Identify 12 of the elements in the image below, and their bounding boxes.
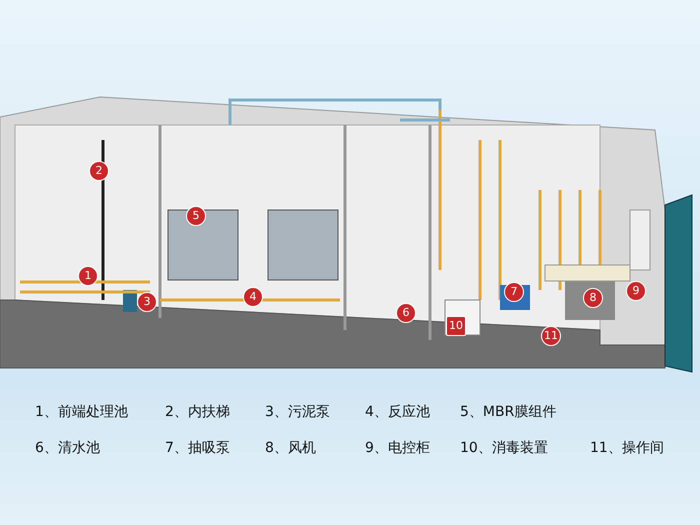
callout-number: 10 — [446, 316, 466, 336]
part-list-item: 9、电控柜 — [365, 439, 430, 457]
part-list-item: 4、反应池 — [365, 403, 430, 421]
part-list-item: 2、内扶梯 — [165, 403, 230, 421]
part-list-item: 6、清水池 — [35, 439, 100, 457]
part-list-item: 8、风机 — [265, 439, 316, 457]
part-list-item: 11、操作间 — [590, 439, 664, 457]
part-list-item: 1、前端处理池 — [35, 403, 128, 421]
part-list-item: 10、消毒装置 — [460, 439, 548, 457]
part-list-item: 5、MBR膜组件 — [460, 403, 556, 421]
part-list-item: 7、抽吸泵 — [165, 439, 230, 457]
part-list-item: 3、污泥泵 — [265, 403, 330, 421]
